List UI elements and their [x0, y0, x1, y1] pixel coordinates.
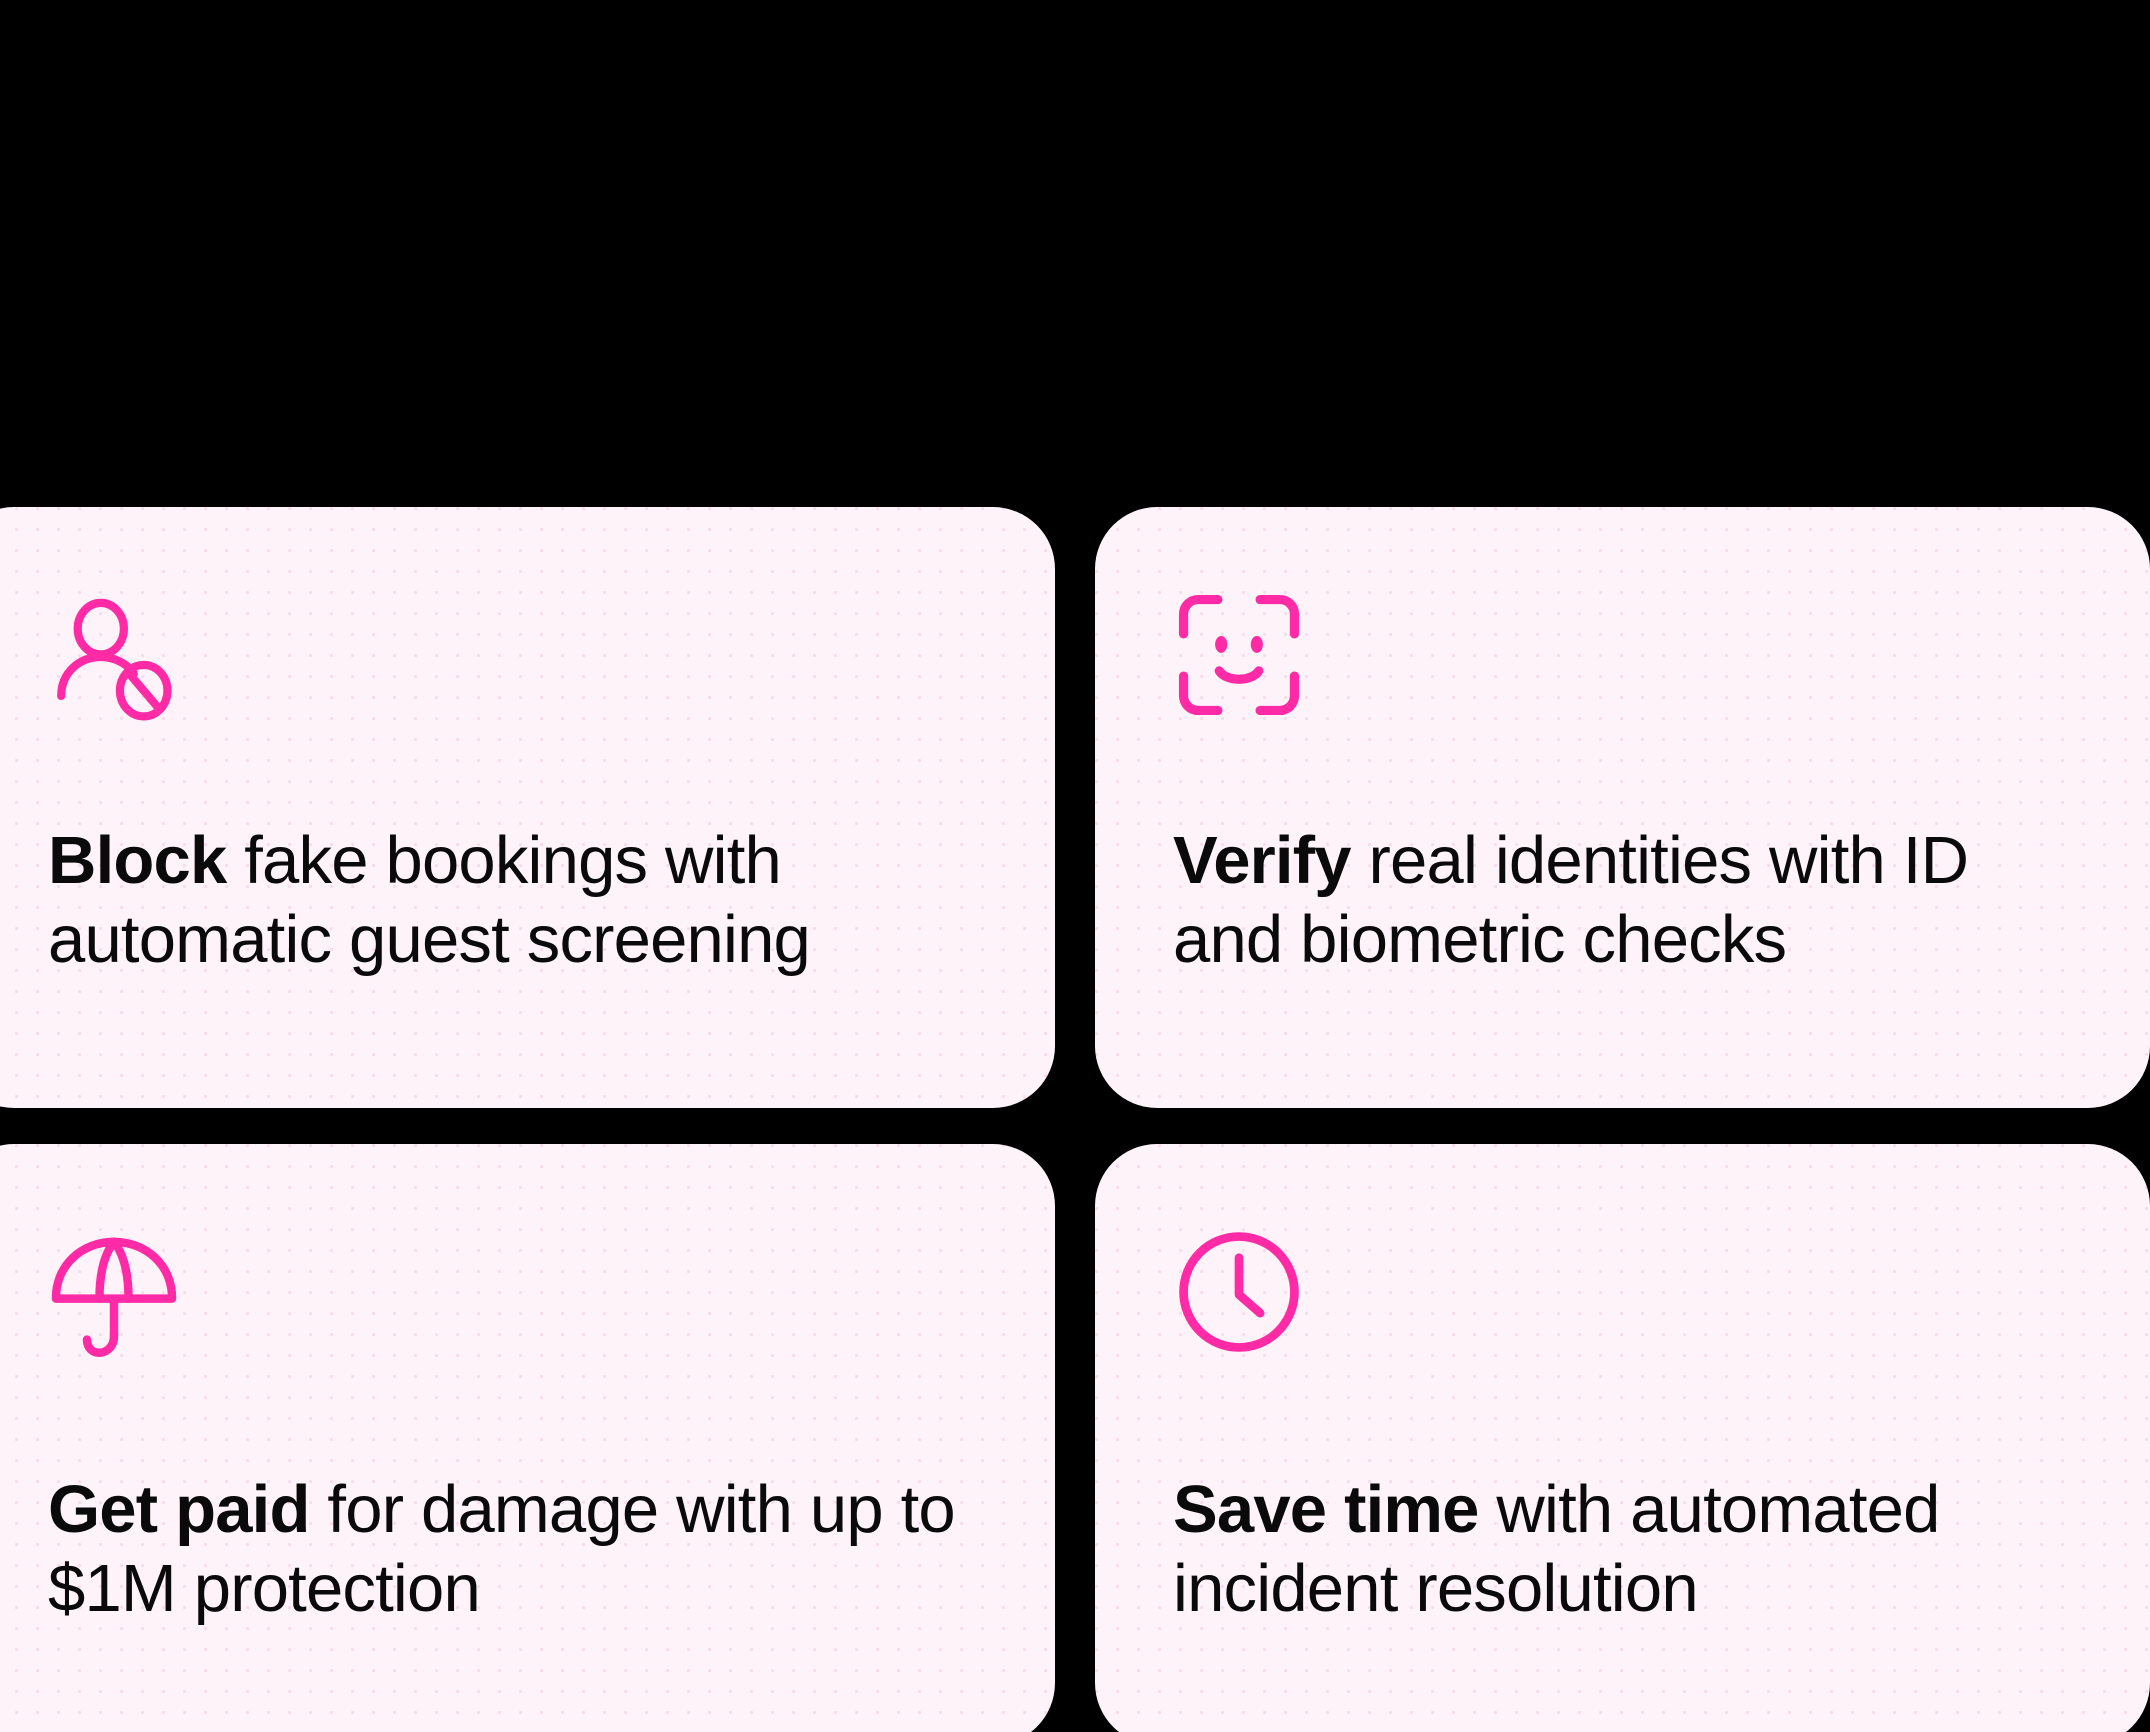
feature-card-caption: Save time with automated incident resolu… [1173, 1470, 2080, 1732]
feature-card-text: Block fake bookings with automatic guest… [48, 821, 963, 980]
feature-card-lead: Verify [1173, 822, 1352, 898]
umbrella-icon [48, 1230, 180, 1362]
clock-icon [1173, 1226, 1305, 1358]
feature-card-text: Save time with automated incident resolu… [1173, 1470, 2080, 1629]
feature-card-rest: for damage with up to $1M protection [48, 1471, 956, 1627]
feature-card-lead: Get paid [48, 1471, 310, 1547]
feature-card-rest: with automated incident resolution [1173, 1471, 1940, 1627]
feature-card-verify-real-identities[interactable]: Verify real identities with ID and biome… [1095, 507, 2150, 1108]
feature-card-save-time[interactable]: Save time with automated incident resolu… [1095, 1144, 2150, 1732]
feature-card-caption: Verify real identities with ID and biome… [1173, 821, 2080, 1108]
feature-card-lead: Save time [1173, 1471, 1479, 1547]
feature-card-rest: real identities with ID and biometric ch… [1173, 822, 1969, 978]
feature-card-caption: Get paid for damage with up to $1M prote… [48, 1470, 963, 1732]
feature-card-block-fake-bookings[interactable]: Block fake bookings with automatic guest… [0, 507, 1055, 1108]
feature-card-text: Get paid for damage with up to $1M prote… [48, 1470, 963, 1629]
feature-card-get-paid-for-damage[interactable]: Get paid for damage with up to $1M prote… [0, 1144, 1055, 1732]
feature-card-caption: Block fake bookings with automatic guest… [48, 821, 963, 1108]
feature-card-rest: fake bookings with automatic guest scree… [48, 822, 811, 978]
feature-card-lead: Block [48, 822, 227, 898]
feature-cards-grid: Block fake bookings with automatic guest… [0, 507, 2150, 1732]
feature-card-text: Verify real identities with ID and biome… [1173, 821, 2080, 980]
user-blocked-icon [48, 593, 180, 725]
face-scan-icon [1173, 589, 1305, 721]
